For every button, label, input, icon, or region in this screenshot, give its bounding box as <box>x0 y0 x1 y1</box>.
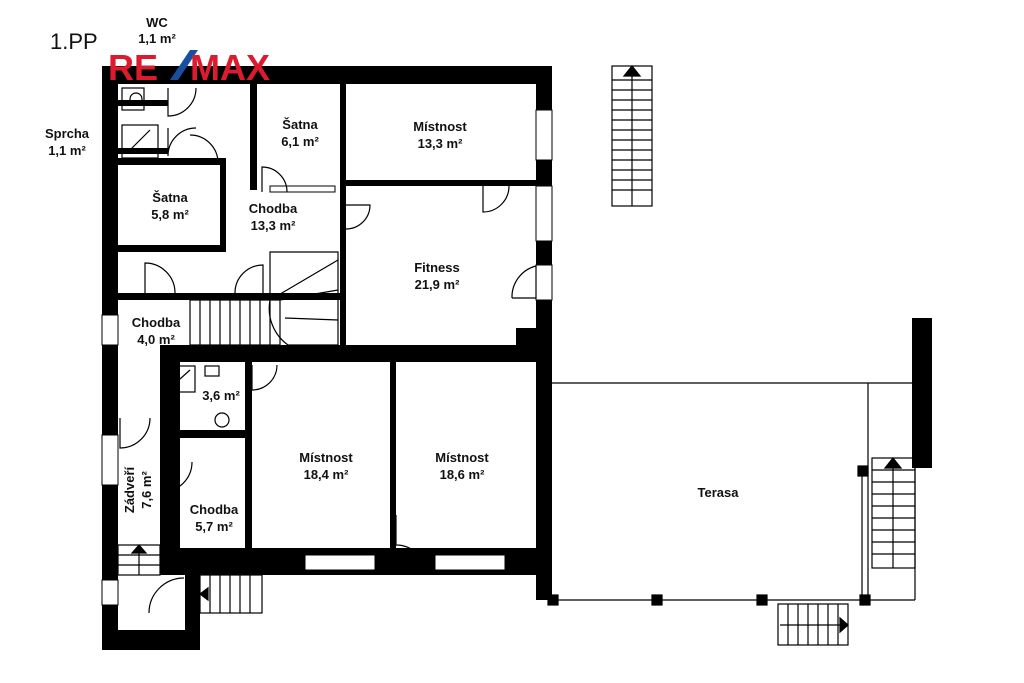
room-bathroom-area: 3,6 m² <box>202 388 240 403</box>
room-mistnost2-area: 18,4 m² <box>304 467 349 482</box>
room-satna-area: 6,1 m² <box>281 134 319 149</box>
svg-text:RE: RE <box>108 47 158 88</box>
room-terasa-name: Terasa <box>698 485 740 500</box>
room-chodba3-area: 5,7 m² <box>195 519 233 534</box>
room-satna2-area: 5,8 m² <box>151 207 189 222</box>
windows <box>101 109 553 606</box>
room-mistnost-name: Místnost <box>413 119 467 134</box>
room-chodba-name: Chodba <box>249 201 298 216</box>
svg-text:MAX: MAX <box>190 47 270 88</box>
room-wc-name: WC <box>146 15 168 30</box>
fixtures <box>121 87 230 428</box>
room-satna2-name: Šatna <box>152 190 188 205</box>
room-labels: WC 1,1 m² Sprcha 1,1 m² Šatna 6,1 m² Mís… <box>45 15 739 534</box>
room-sprcha-area: 1,1 m² <box>48 143 86 158</box>
room-sprcha-name: Sprcha <box>45 126 90 141</box>
room-chodba2-area: 4,0 m² <box>137 332 175 347</box>
room-chodba2-name: Chodba <box>132 315 181 330</box>
room-fitness-name: Fitness <box>414 260 460 275</box>
room-mistnost3-area: 18,6 m² <box>440 467 485 482</box>
room-zadveri-area: 7,6 m² <box>139 471 154 509</box>
room-wc-area: 1,1 m² <box>138 31 176 46</box>
floor-label: 1.PP <box>50 29 98 54</box>
room-fitness-area: 21,9 m² <box>415 277 460 292</box>
terrace-outline <box>547 382 916 606</box>
room-chodba3-name: Chodba <box>190 502 239 517</box>
room-mistnost2-name: Místnost <box>299 450 353 465</box>
room-chodba-area: 13,3 m² <box>251 218 296 233</box>
room-zadveri-name: Zádveří <box>122 466 137 513</box>
room-satna-name: Šatna <box>282 117 318 132</box>
remax-logo: RE MAX <box>108 47 270 88</box>
doors <box>119 87 537 614</box>
room-mistnost-area: 13,3 m² <box>418 136 463 151</box>
walls <box>102 66 932 650</box>
room-mistnost3-name: Místnost <box>435 450 489 465</box>
